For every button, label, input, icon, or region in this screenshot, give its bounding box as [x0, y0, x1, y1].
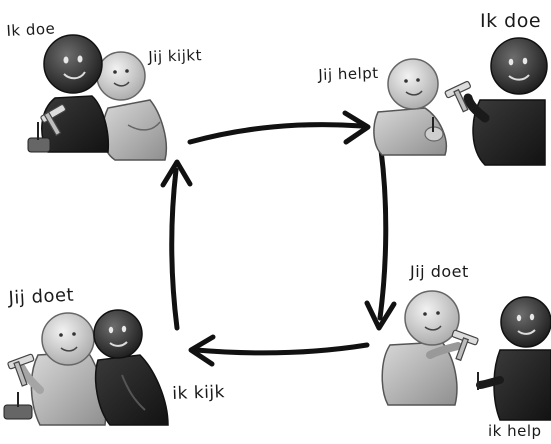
label-top-left-dark: Ik doe: [6, 19, 56, 40]
light-person: [96, 51, 168, 161]
arrowhead-right: [364, 300, 397, 331]
dark-person: [444, 37, 548, 166]
arrow-right: [377, 147, 389, 321]
hammer-icon: [444, 80, 471, 113]
hammer-icon: [40, 104, 67, 137]
dark-person: [476, 296, 551, 421]
arrowhead-left: [160, 159, 193, 188]
light-person: [3, 312, 107, 426]
light-person: [373, 58, 447, 156]
label-bottom-right-light: Jij doet: [410, 262, 469, 281]
arrow-left: [169, 167, 180, 331]
panel-top-left: [27, 34, 168, 161]
cycle-arrows: [160, 110, 397, 367]
hammer-icon: [451, 329, 479, 362]
dark-person: [27, 34, 110, 153]
light-person: [381, 290, 479, 406]
label-bottom-left-light: Jij doet: [8, 284, 75, 309]
arrow-bottom: [193, 342, 370, 356]
panel-bottom-left: [3, 309, 169, 426]
arrow-top: [187, 122, 365, 145]
label-top-right-light: Jij helpt: [318, 63, 379, 84]
label-top-left-light: Jij kijkt: [148, 46, 203, 66]
arrowhead-bottom: [188, 334, 216, 367]
hammer-icon: [7, 353, 35, 387]
label-bottom-right-dark: ik help: [488, 422, 542, 440]
label-bottom-left-dark: ik kijk: [172, 382, 226, 404]
arrowhead-top: [342, 110, 371, 145]
dark-person: [93, 309, 169, 426]
label-top-right-dark: Ik doe: [480, 10, 542, 32]
panel-bottom-right: [381, 290, 551, 421]
panel-top-right: [373, 37, 548, 166]
